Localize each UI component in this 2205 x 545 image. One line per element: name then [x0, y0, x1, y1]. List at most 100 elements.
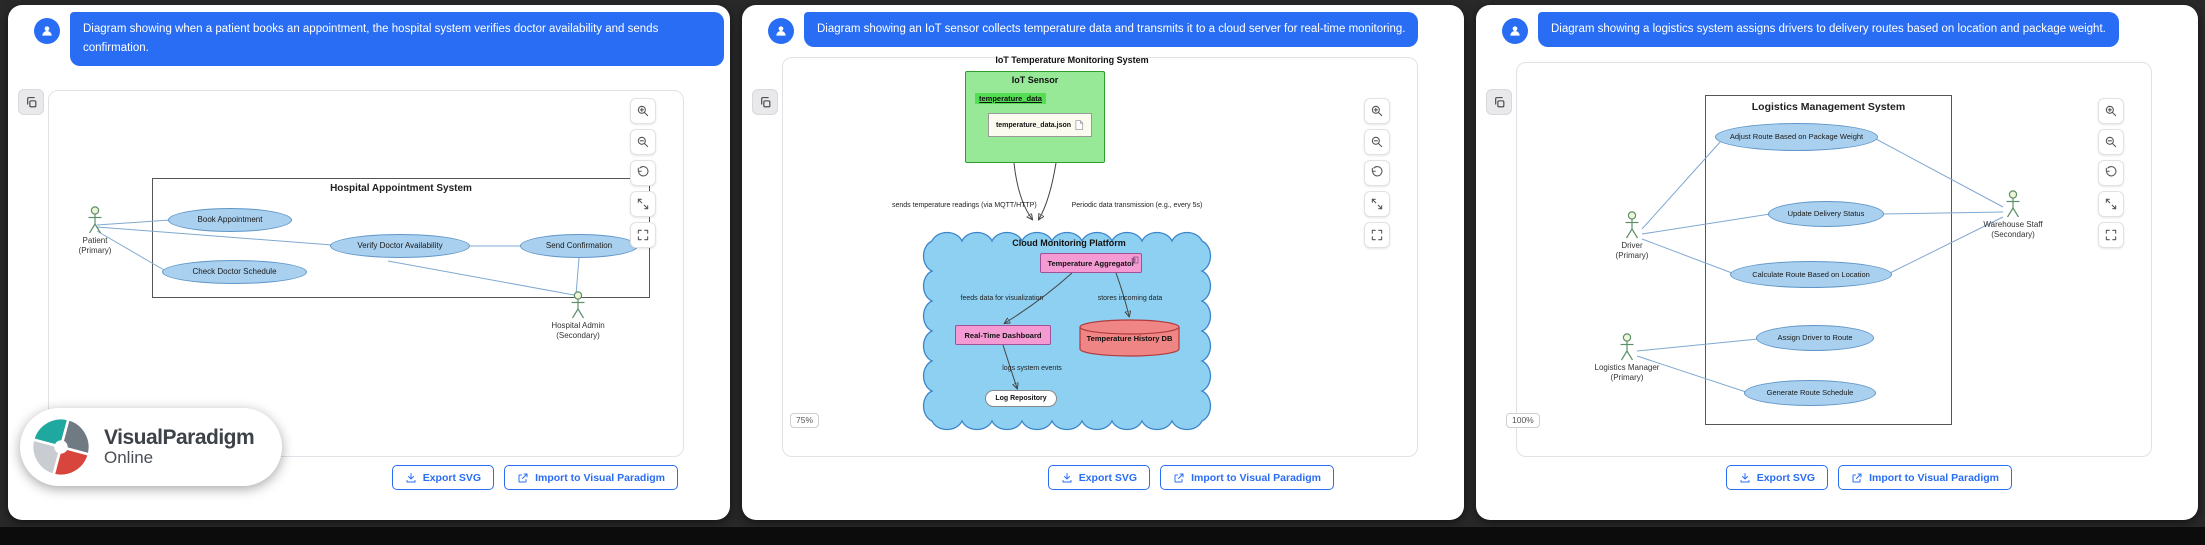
actor-patient: Patient (Primary)	[50, 206, 140, 257]
watermark-brand: VisualParadigm	[104, 426, 255, 450]
diagonal-arrows-icon	[1371, 198, 1383, 210]
log-repository-node: Log Repository	[985, 390, 1057, 407]
user-icon	[1510, 26, 1520, 36]
export-svg-label: Export SVG	[422, 471, 482, 484]
copy-icon	[1494, 96, 1504, 107]
node-label: Temperature Aggregator	[1047, 258, 1135, 268]
magnifier-plus-icon	[1371, 105, 1383, 117]
usecase-ellipse: Adjust Route Based on Package Weight	[1715, 123, 1878, 151]
zoom-out-button[interactable]	[2098, 129, 2124, 155]
zoom-level-badge: 100%	[1506, 413, 1540, 428]
actor-driver: Driver (Primary)	[1587, 211, 1677, 262]
rotate-ccw-icon	[637, 166, 649, 177]
usecase-ellipse: Assign Driver to Route	[1756, 325, 1874, 351]
user-icon	[42, 26, 52, 36]
copy-button[interactable]	[1486, 89, 1512, 115]
external-link-icon	[518, 473, 528, 482]
stick-figure-icon	[2006, 190, 2020, 218]
fullscreen-button[interactable]	[1364, 222, 1390, 248]
reset-view-button[interactable]	[630, 160, 656, 186]
reset-view-button[interactable]	[1364, 160, 1390, 186]
edge-label: stores incoming data	[1097, 295, 1163, 302]
fit-to-window-button[interactable]	[2098, 191, 2124, 217]
stick-figure-icon	[88, 206, 102, 234]
import-to-vp-button[interactable]: Import to Visual Paradigm	[1160, 465, 1334, 490]
usecase-ellipse: Verify Doctor Availability	[330, 234, 470, 258]
edge-label: sends temperature readings (via MQTT/HTT…	[892, 202, 1037, 209]
fit-to-window-button[interactable]	[1364, 191, 1390, 217]
reset-view-button[interactable]	[2098, 160, 2124, 186]
export-svg-button[interactable]: Export SVG	[391, 465, 495, 490]
bottom-bar	[0, 527, 2205, 545]
temperature-aggregator-node: Temperature Aggregator	[1040, 253, 1142, 273]
edge-label: Periodic data transmission (e.g., every …	[1071, 202, 1203, 209]
export-svg-button[interactable]: Export SVG	[1047, 465, 1151, 490]
zoom-in-button[interactable]	[2098, 98, 2124, 124]
fullscreen-button[interactable]	[2098, 222, 2124, 248]
usecase-ellipse: Send Confirmation	[520, 234, 638, 258]
realtime-dashboard-node: Real-Time Dashboard	[955, 325, 1051, 345]
corner-brackets-icon	[637, 229, 649, 241]
export-svg-label: Export SVG	[1756, 471, 1816, 484]
zoom-controls	[1364, 98, 1390, 248]
import-to-vp-button[interactable]: Import to Visual Paradigm	[1838, 465, 2012, 490]
copy-button[interactable]	[18, 89, 44, 115]
import-to-vp-label: Import to Visual Paradigm	[535, 471, 665, 484]
system-boundary-title: Hospital Appointment System	[330, 183, 472, 194]
artifact-file-label: temperature_data.json	[995, 121, 1072, 129]
visual-paradigm-watermark: VisualParadigm Online	[20, 408, 283, 486]
assistant-avatar	[34, 18, 60, 44]
actor-role: (Primary)	[78, 246, 112, 256]
export-svg-button[interactable]: Export SVG	[1725, 465, 1829, 490]
assistant-avatar	[1502, 18, 1528, 44]
zoom-in-button[interactable]	[1364, 98, 1390, 124]
chat-message: Diagram showing a logistics system assig…	[1538, 12, 2119, 47]
zoom-level-badge: 75%	[790, 413, 820, 428]
uml-component-icon	[1131, 256, 1139, 264]
import-to-vp-label: Import to Visual Paradigm	[1869, 471, 1999, 484]
panel-iot-monitoring: Diagram showing an IoT sensor collects t…	[742, 5, 1464, 520]
stick-figure-icon	[1625, 211, 1639, 239]
usecase-ellipse: Calculate Route Based on Location	[1730, 261, 1892, 288]
copy-button[interactable]	[752, 89, 778, 115]
actor-role: (Secondary)	[556, 331, 600, 341]
chat-message: Diagram showing an IoT sensor collects t…	[804, 12, 1419, 47]
usecase-ellipse: Update Delivery Status	[1768, 201, 1884, 227]
zoom-out-button[interactable]	[1364, 129, 1390, 155]
actor-name: Logistics Manager	[1594, 363, 1660, 372]
copy-icon	[760, 96, 770, 107]
zoom-out-button[interactable]	[630, 129, 656, 155]
zoom-in-button[interactable]	[630, 98, 656, 124]
diagram-title: IoT Temperature Monitoring System	[995, 55, 1149, 65]
artifact-file-node: temperature_data.json	[988, 113, 1092, 137]
document-icon	[1075, 120, 1084, 130]
actor-role: (Primary)	[1615, 251, 1649, 261]
diagonal-arrows-icon	[2105, 198, 2117, 210]
external-link-icon	[1852, 473, 1862, 482]
action-bar: Export SVG Import to Visual Paradigm	[391, 465, 678, 490]
import-to-vp-button[interactable]: Import to Visual Paradigm	[504, 465, 678, 490]
cloud-title: Cloud Monitoring Platform	[1012, 238, 1126, 248]
action-bar: Export SVG Import to Visual Paradigm	[1725, 465, 2012, 490]
actor-name: Patient	[82, 236, 108, 245]
actor-name: Driver	[1621, 241, 1643, 250]
zoom-controls	[2098, 98, 2124, 248]
usecase-ellipse: Book Appointment	[168, 208, 292, 232]
actor-name: Warehouse Staff	[1983, 220, 2043, 229]
magnifier-plus-icon	[2105, 105, 2117, 117]
fit-to-window-button[interactable]	[630, 191, 656, 217]
edge-label: logs system events	[1002, 365, 1062, 372]
actor-role: (Secondary)	[1991, 230, 2035, 240]
cloud-shape	[922, 231, 1212, 431]
temperature-history-db-node: Temperature History DB	[1078, 318, 1181, 358]
magnifier-minus-icon	[1371, 136, 1383, 148]
node-label: Temperature History DB	[1086, 334, 1173, 343]
actor-role: (Primary)	[1610, 373, 1644, 383]
actor-name: Hospital Admin	[551, 321, 605, 330]
export-svg-label: Export SVG	[1078, 471, 1138, 484]
fullscreen-button[interactable]	[630, 222, 656, 248]
rotate-ccw-icon	[2105, 166, 2117, 177]
diagonal-arrows-icon	[637, 198, 649, 210]
stick-figure-icon	[1620, 333, 1634, 361]
copy-icon	[26, 96, 36, 107]
